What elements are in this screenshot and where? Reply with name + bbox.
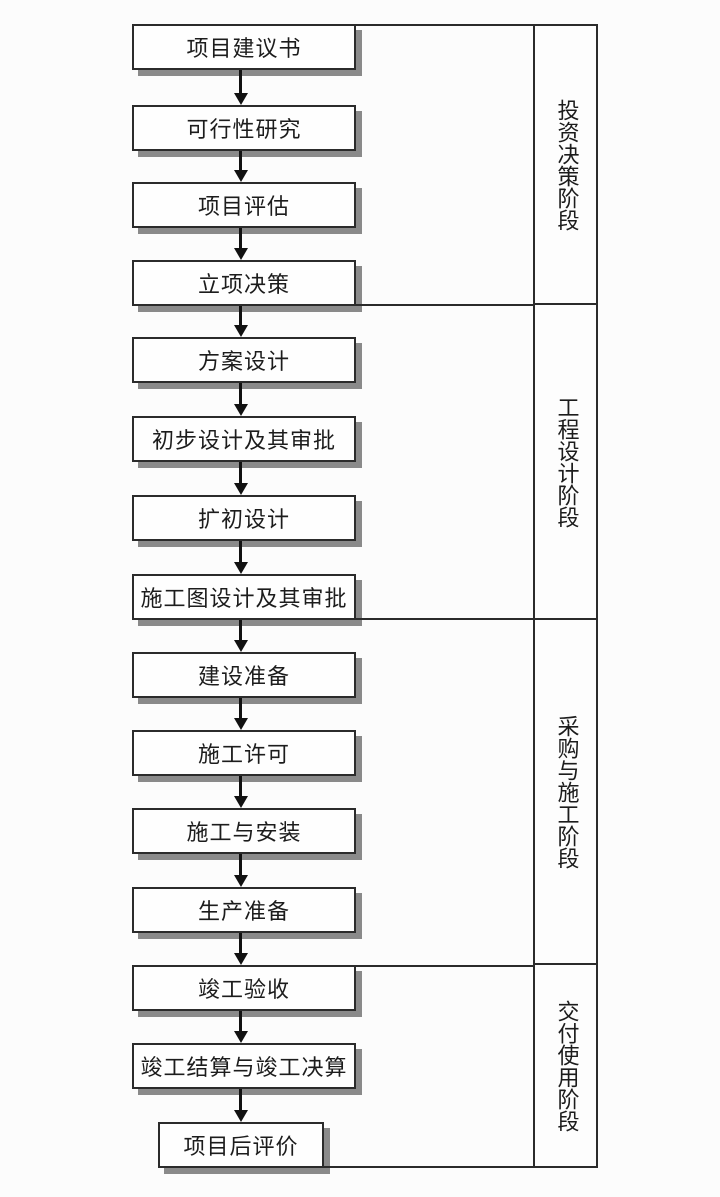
arrow-down-icon — [233, 70, 248, 105]
flow-step-completion-acceptance: 竣工验收 — [132, 965, 356, 1011]
arrow-shaft — [239, 1089, 242, 1110]
arrow-head — [233, 640, 248, 652]
flow-step-approval-decision: 立项决策 — [132, 260, 356, 306]
phase-divider-line — [354, 24, 533, 26]
arrow-down-icon — [233, 776, 248, 808]
flow-step-completion-settlement: 竣工结算与竣工决算 — [132, 1043, 356, 1089]
arrow-down-icon — [233, 151, 248, 182]
arrow-down-icon — [233, 1011, 248, 1043]
arrow-shaft — [239, 151, 242, 170]
arrow-head — [233, 562, 248, 574]
flow-step-construction-installation: 施工与安装 — [132, 808, 356, 854]
flow-step-post-project-evaluation: 项目后评价 — [158, 1122, 324, 1168]
flow-step-scheme-design: 方案设计 — [132, 337, 356, 383]
arrow-head — [233, 796, 248, 808]
arrow-head — [233, 1031, 248, 1043]
arrow-head — [233, 93, 248, 105]
flow-step-construction-drawing-design: 施工图设计及其审批 — [132, 574, 356, 620]
arrow-down-icon — [233, 462, 248, 495]
flow-step-project-evaluation: 项目评估 — [132, 182, 356, 228]
arrow-down-icon — [233, 383, 248, 416]
arrow-down-icon — [233, 933, 248, 965]
phase-label: 投资决策阶段 — [553, 98, 579, 231]
arrow-shaft — [239, 776, 242, 796]
arrow-shaft — [239, 854, 242, 875]
arrow-head — [233, 483, 248, 495]
arrow-head — [233, 248, 248, 260]
arrow-shaft — [239, 1011, 242, 1031]
phase-label: 工程设计阶段 — [553, 395, 579, 528]
arrow-head — [233, 404, 248, 416]
flow-step-preliminary-design-approval: 初步设计及其审批 — [132, 416, 356, 462]
arrow-shaft — [239, 620, 242, 640]
arrow-shaft — [239, 228, 242, 248]
phase-column: 投资决策阶段 工程设计阶段 采购与施工阶段 交付使用阶段 — [533, 24, 598, 1168]
phase-delivery-use: 交付使用阶段 — [535, 965, 596, 1166]
arrow-head — [233, 953, 248, 965]
arrow-head — [233, 1110, 248, 1122]
arrow-down-icon — [233, 854, 248, 887]
arrow-shaft — [239, 462, 242, 483]
arrow-shaft — [239, 383, 242, 404]
phase-divider-line — [158, 1166, 533, 1168]
arrow-shaft — [239, 541, 242, 562]
flow-step-expanded-preliminary-design: 扩初设计 — [132, 495, 356, 541]
phase-divider-line — [354, 304, 533, 306]
flow-step-project-proposal: 项目建议书 — [132, 24, 356, 70]
flow-step-production-preparation: 生产准备 — [132, 887, 356, 933]
arrow-shaft — [239, 933, 242, 953]
arrow-shaft — [239, 306, 242, 325]
arrow-down-icon — [233, 228, 248, 260]
arrow-down-icon — [233, 306, 248, 337]
arrow-head — [233, 875, 248, 887]
phase-investment-decision: 投资决策阶段 — [535, 26, 596, 305]
arrow-shaft — [239, 70, 242, 93]
arrow-head — [233, 718, 248, 730]
arrow-down-icon — [233, 1089, 248, 1122]
flow-step-construction-permit: 施工许可 — [132, 730, 356, 776]
flow-step-construction-preparation: 建设准备 — [132, 652, 356, 698]
arrow-head — [233, 325, 248, 337]
phase-procurement-construction: 采购与施工阶段 — [535, 620, 596, 965]
phase-divider-line — [354, 618, 533, 620]
arrow-head — [233, 170, 248, 182]
arrow-down-icon — [233, 541, 248, 574]
arrow-down-icon — [233, 698, 248, 730]
arrow-down-icon — [233, 620, 248, 652]
phase-engineering-design: 工程设计阶段 — [535, 305, 596, 620]
phase-divider-line — [354, 965, 533, 967]
phase-label: 采购与施工阶段 — [553, 714, 579, 869]
arrow-shaft — [239, 698, 242, 718]
phase-label: 交付使用阶段 — [553, 999, 579, 1132]
flow-step-feasibility-study: 可行性研究 — [132, 105, 356, 151]
